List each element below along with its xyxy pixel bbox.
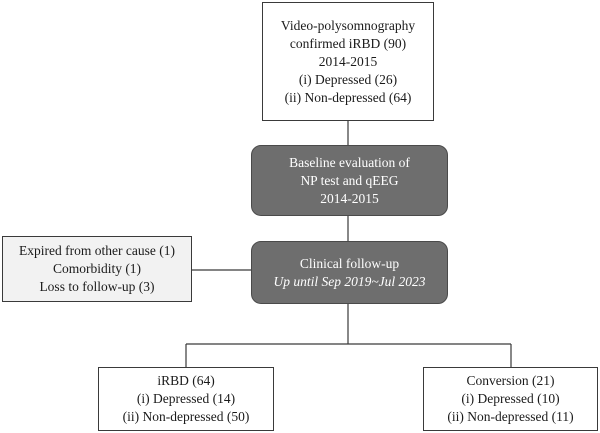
- irbd-outcome-line: (ii) Non-depressed (50): [122, 409, 250, 424]
- conversion-outcome-line: (ii) Non-depressed (11): [447, 409, 574, 424]
- excluded-box: Expired from other cause (1) Comorbidity…: [2, 236, 192, 302]
- baseline-line: 2014-2015: [320, 190, 379, 206]
- clinical-followup-box: Clinical follow-up Up until Sep 2019~Jul…: [251, 241, 448, 304]
- baseline-evaluation-box: Baseline evaluation of NP test and qEEG …: [251, 145, 448, 216]
- screening-line: (ii) Non-depressed (64): [284, 89, 412, 105]
- screening-line: Video-polysomnography: [280, 17, 416, 33]
- baseline-line: Baseline evaluation of: [289, 154, 410, 170]
- conversion-outcome-box: Conversion (21) (i) Depressed (10) (ii) …: [423, 367, 598, 431]
- screening-line: confirmed iRBD (90): [289, 35, 407, 51]
- baseline-line: NP test and qEEG: [300, 172, 399, 188]
- irbd-outcome-box: iRBD (64) (i) Depressed (14) (ii) Non-de…: [98, 367, 274, 431]
- conversion-outcome-line: Conversion (21): [466, 373, 555, 388]
- irbd-outcome-line: iRBD (64): [157, 373, 215, 388]
- irbd-outcome-line: (i) Depressed (14): [136, 391, 236, 406]
- excluded-line: Loss to follow-up (3): [39, 279, 155, 294]
- excluded-line: Comorbidity (1): [52, 261, 142, 276]
- screening-box: Video-polysomnography confirmed iRBD (90…: [262, 2, 434, 121]
- followup-period: Up until Sep 2019~Jul 2023: [273, 273, 426, 289]
- conversion-outcome-line: (i) Depressed (10): [461, 391, 560, 406]
- screening-line: 2014-2015: [318, 53, 378, 69]
- screening-line: (i) Depressed (26): [298, 71, 398, 87]
- followup-title: Clinical follow-up: [299, 255, 400, 271]
- excluded-line: Expired from other cause (1): [19, 243, 175, 258]
